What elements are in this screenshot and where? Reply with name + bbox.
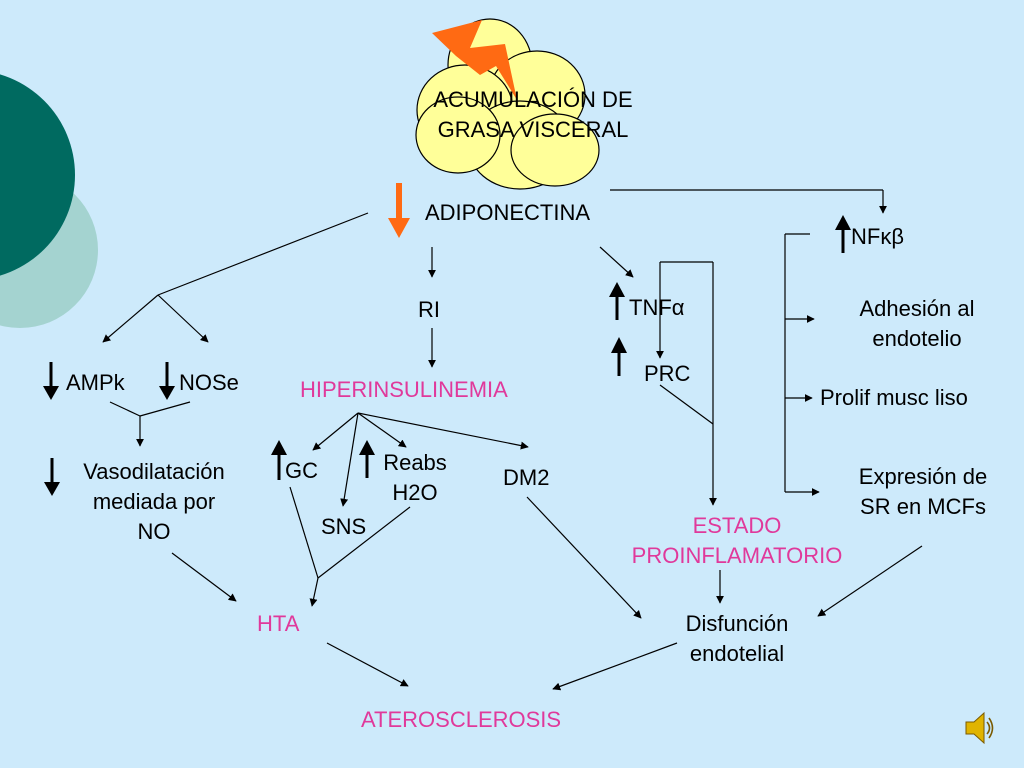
gc-label: GC <box>285 458 318 483</box>
fat-accumulation-label: ACUMULACIÓN DE GRASA VISCERAL <box>400 85 666 145</box>
hiperinsulinemia-label: HIPERINSULINEMIA <box>300 377 508 402</box>
adiponectina-label: ADIPONECTINA <box>425 200 591 225</box>
vasodilatacion-label: Vasodilatación mediada por NO <box>83 459 225 544</box>
down-arrow-ampk <box>43 362 59 400</box>
down-arrow-nose <box>159 362 175 400</box>
dm2-label: DM2 <box>503 465 550 490</box>
disfuncion-endotelial-label: Disfunción endotelial <box>685 611 789 666</box>
up-arrow-tnf <box>609 282 625 320</box>
reabs-h2o-label: Reabs H2O <box>383 450 447 505</box>
ri-label: RI <box>418 297 440 322</box>
orange-down-arrow <box>388 183 410 238</box>
up-arrow-gc <box>271 440 287 480</box>
decor-circle-dark <box>0 74 75 276</box>
up-arrow-prc <box>611 337 627 376</box>
ampk-label: AMPk <box>66 370 125 395</box>
up-arrow-nfkb <box>835 215 851 253</box>
fat-label-line-2: GRASA VISCERAL <box>437 117 629 142</box>
down-arrow-vasodilatacion <box>44 458 60 496</box>
estado-proinflamatorio-label: ESTADO PROINFLAMATORIO <box>631 513 843 568</box>
tnf-label: TNFα <box>629 295 685 320</box>
speaker-icon[interactable] <box>962 708 996 748</box>
lightning-icon <box>432 20 517 100</box>
hta-label: HTA <box>257 611 300 636</box>
nfkb-label: NFκβ <box>851 224 904 249</box>
sns-label: SNS <box>321 514 367 539</box>
expresion-label: Expresión de SR en MCFs <box>858 464 988 519</box>
adhesion-label: Adhesión al endotelio <box>859 296 975 351</box>
aterosclerosis-label: ATEROSCLEROSIS <box>361 707 562 732</box>
fat-cells <box>415 18 600 190</box>
prc-label: PRC <box>644 361 691 386</box>
prolif-label: Prolif musc liso <box>820 385 968 410</box>
fat-label-line-1: ACUMULACIÓN DE <box>433 87 633 112</box>
up-arrow-reabs <box>359 440 375 478</box>
nose-label: NOSe <box>179 370 239 395</box>
